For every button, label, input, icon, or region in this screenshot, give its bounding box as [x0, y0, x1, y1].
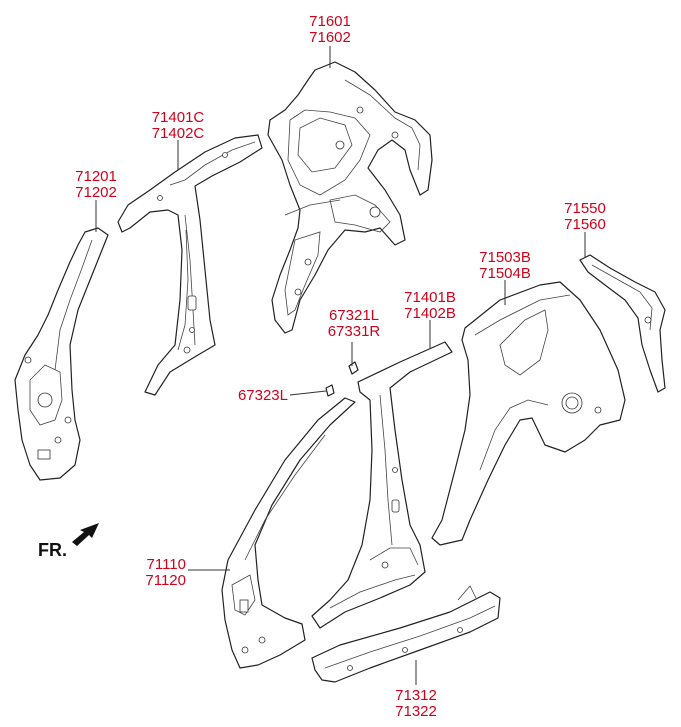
label-71110: 71110 [147, 556, 187, 573]
label-71202: 71202 [75, 184, 117, 201]
fr-label: FR. [38, 540, 67, 560]
leader-lines [95, 46, 586, 685]
label-71504b: 71504B [479, 265, 531, 282]
label-71201: 71201 [75, 168, 117, 185]
part-71503b-quarter-outer-panel [431, 281, 626, 546]
leader-67323l [289, 390, 327, 396]
part-71401b-center-pillar-outer [311, 341, 453, 629]
label-71401c: 71401C [152, 109, 205, 126]
label-71322: 71322 [395, 703, 437, 720]
label-71312: 71312 [395, 687, 437, 704]
part-71601-rear-inner-panel [267, 61, 433, 334]
label-67331r: 67331R [328, 323, 381, 340]
label-71602: 71602 [309, 29, 351, 46]
label-71601: 71601 [309, 13, 351, 30]
label-71402c: 71402C [152, 125, 205, 142]
part-labels: 71601 71602 71401C 71402C 71201 71202 71… [75, 13, 606, 720]
part-67323l-clip [325, 384, 335, 397]
front-direction-indicator: FR. [38, 523, 99, 560]
part-67321l-clip [348, 361, 359, 375]
part-71201-front-pillar-inner [14, 227, 109, 481]
label-67323l: 67323L [238, 387, 288, 404]
part-71401c-center-pillar-upper [117, 134, 263, 396]
forward-arrow-icon [72, 523, 99, 546]
label-71120: 71120 [145, 572, 186, 589]
label-71550: 71550 [564, 200, 606, 217]
part-71312-side-sill [311, 585, 501, 683]
label-71402b: 71402B [404, 305, 456, 322]
part-71110-front-pillar-outer [221, 397, 356, 669]
label-67321l: 67321L [329, 307, 379, 324]
label-71560: 71560 [564, 216, 606, 233]
label-71503b: 71503B [479, 249, 531, 266]
label-71401b: 71401B [404, 289, 456, 306]
part-71550-rear-quarter-extension [579, 254, 666, 393]
